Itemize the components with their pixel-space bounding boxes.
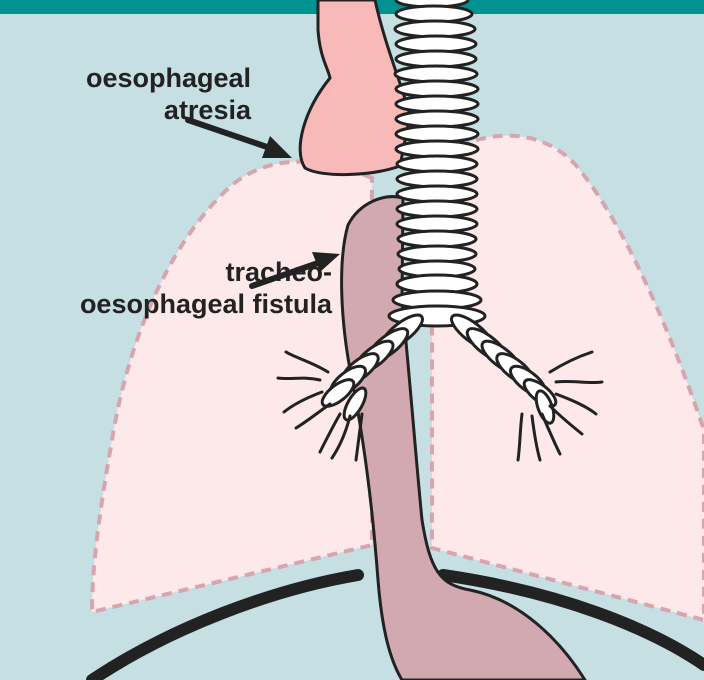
- label-atresia-line2: atresia: [25, 94, 251, 126]
- label-atresia-line1: oesophageal: [25, 62, 251, 94]
- label-tracheo-oesophageal-fistula: tracheo- oesophageal fistula: [10, 256, 332, 320]
- label-fistula-line1: tracheo-: [10, 256, 332, 288]
- label-oesophageal-atresia: oesophageal atresia: [25, 62, 251, 126]
- oesophageal-pouch: [300, 0, 410, 175]
- label-fistula-line2: oesophageal fistula: [10, 288, 332, 320]
